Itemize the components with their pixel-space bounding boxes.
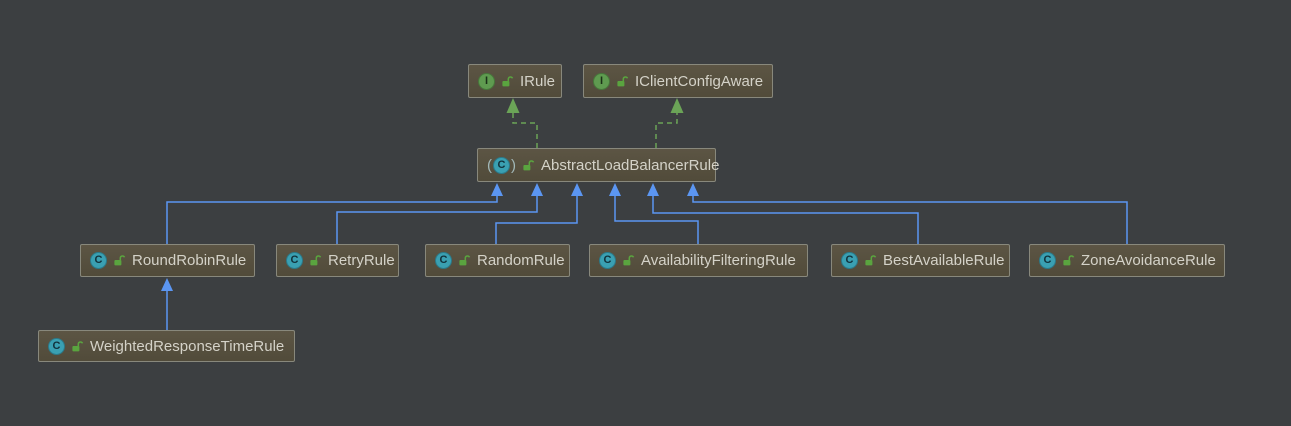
extends-arrowhead bbox=[647, 183, 659, 196]
open-lock-icon bbox=[1062, 254, 1075, 267]
edge-implements-irule bbox=[506, 98, 538, 148]
extends-arrowhead bbox=[491, 183, 503, 196]
class-name-label: AbstractLoadBalancerRule bbox=[541, 156, 720, 174]
edge-extends-weightedresponsetimerule bbox=[161, 278, 173, 330]
interface-node-iclientconfigaware[interactable]: I IClientConfigAware bbox=[583, 64, 773, 98]
abstract-class-icon: ( C ) bbox=[487, 156, 516, 174]
edge-implements-iclientconfigaware bbox=[655, 98, 684, 148]
interface-node-irule[interactable]: I IRule bbox=[468, 64, 562, 98]
class-name-label: RandomRule bbox=[477, 252, 565, 269]
class-node-retryrule[interactable]: C RetryRule bbox=[276, 244, 399, 277]
class-node-bestavailablerule[interactable]: C BestAvailableRule bbox=[831, 244, 1010, 277]
abstract-paren-right: ) bbox=[511, 156, 516, 174]
class-icon: C bbox=[841, 252, 858, 269]
class-node-zoneavoidancerule[interactable]: C ZoneAvoidanceRule bbox=[1029, 244, 1225, 277]
open-lock-icon bbox=[113, 254, 126, 267]
class-name-label: WeightedResponseTimeRule bbox=[90, 337, 285, 355]
class-name-label: RoundRobinRule bbox=[132, 252, 247, 269]
interface-icon: I bbox=[478, 72, 495, 90]
class-node-randomrule[interactable]: C RandomRule bbox=[425, 244, 570, 277]
implements-arrowhead bbox=[506, 98, 520, 113]
class-icon: C bbox=[435, 252, 452, 269]
class-icon: C bbox=[286, 252, 303, 269]
edge-extends-roundrobinrule bbox=[166, 183, 503, 244]
class-icon: C bbox=[1039, 252, 1056, 269]
class-icon: C bbox=[493, 156, 510, 174]
open-lock-icon bbox=[309, 254, 322, 267]
extends-arrowhead bbox=[531, 183, 543, 196]
class-icon: C bbox=[48, 337, 65, 355]
edge-extends-randomrule bbox=[495, 183, 583, 244]
class-node-weightedresponsetimerule[interactable]: C WeightedResponseTimeRule bbox=[38, 330, 295, 362]
extends-arrowhead bbox=[687, 183, 699, 196]
class-node-availabilityfilteringrule[interactable]: C AvailabilityFilteringRule bbox=[589, 244, 808, 277]
implements-arrowhead bbox=[670, 98, 684, 113]
edge-extends-bestavailablerule bbox=[647, 183, 919, 244]
interface-name-label: IRule bbox=[520, 72, 556, 90]
open-lock-icon bbox=[622, 254, 635, 267]
edge-extends-retryrule bbox=[336, 183, 543, 244]
class-name-label: RetryRule bbox=[328, 252, 395, 269]
class-icon: C bbox=[599, 252, 616, 269]
interface-icon: I bbox=[593, 72, 610, 90]
edge-extends-zoneavoidancerule bbox=[687, 183, 1128, 244]
edge-extends-availabilityfilteringrule bbox=[609, 183, 699, 244]
open-lock-icon bbox=[616, 75, 629, 88]
extends-arrowhead bbox=[161, 278, 173, 291]
open-lock-icon bbox=[522, 159, 535, 172]
open-lock-icon bbox=[501, 75, 514, 88]
class-icon: C bbox=[90, 252, 107, 269]
class-node-roundrobinrule[interactable]: C RoundRobinRule bbox=[80, 244, 255, 277]
open-lock-icon bbox=[71, 340, 84, 353]
extends-arrowhead bbox=[609, 183, 621, 196]
extends-arrowhead bbox=[571, 183, 583, 196]
open-lock-icon bbox=[458, 254, 471, 267]
abstract-paren-left: ( bbox=[487, 156, 492, 174]
class-name-label: ZoneAvoidanceRule bbox=[1081, 252, 1216, 269]
class-name-label: AvailabilityFilteringRule bbox=[641, 252, 796, 269]
interface-name-label: IClientConfigAware bbox=[635, 72, 764, 90]
class-node-abstractloadbalancerrule[interactable]: ( C ) AbstractLoadBalancerRule bbox=[477, 148, 720, 182]
class-name-label: BestAvailableRule bbox=[883, 252, 1005, 269]
open-lock-icon bbox=[864, 254, 877, 267]
